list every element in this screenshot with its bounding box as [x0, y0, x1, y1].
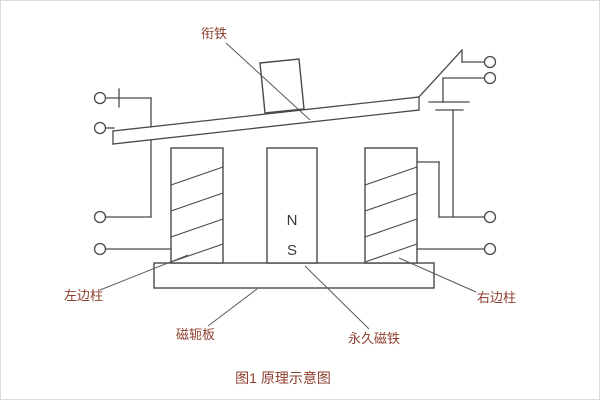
magnet-rect [266, 147, 318, 264]
yoke-plate-rect [153, 262, 435, 289]
leader-right-column [398, 257, 477, 293]
left-coil-winding-line [170, 192, 224, 212]
leader-permanent-magnet [304, 265, 370, 330]
terminal-bottom-left-1 [93, 210, 107, 224]
armature-bottom-line [112, 109, 420, 145]
right-coil-column [364, 147, 418, 264]
terminal-top-left-1 [93, 91, 107, 105]
terminal-bottom-left-2 [93, 242, 107, 256]
label-permanent-magnet: 永久磁铁 [348, 331, 400, 346]
magnet-pole-s: S [287, 242, 297, 259]
left-coil-winding-line [170, 166, 224, 186]
permanent-magnet: N S [266, 147, 318, 264]
circuit-wiring [105, 49, 485, 250]
terminal-top-left-2 [93, 121, 107, 135]
terminal-top-right-2 [483, 71, 497, 85]
terminal-top-right-1 [483, 55, 497, 69]
label-yoke-plate: 磁轭板 [176, 327, 215, 342]
label-right-column: 右边柱 [477, 290, 516, 305]
terminals [93, 55, 497, 256]
right-coil-winding-line [364, 192, 418, 212]
leader-left-column [99, 254, 189, 291]
right-coil-winding-line [364, 243, 418, 263]
label-left-column: 左边柱 [64, 288, 103, 303]
left-coil-winding-line [170, 243, 224, 263]
magnet-pole-n: N [287, 212, 298, 229]
left-coil-column [170, 147, 224, 264]
armature-assembly [112, 49, 463, 145]
leader-armature [225, 42, 311, 121]
magnetic-yoke-plate [153, 262, 435, 289]
armature-block [259, 58, 305, 114]
right-coil-winding-line [364, 166, 418, 186]
left-coil-winding-line [170, 218, 224, 238]
left-coil-rect [170, 147, 224, 264]
leader-lines [99, 42, 477, 330]
right-coil-winding-line [364, 218, 418, 238]
right-coil-rect [364, 147, 418, 264]
armature-contact-arm [418, 49, 463, 98]
figure-caption: 图1 原理示意图 [235, 370, 331, 386]
label-armature: 衔铁 [201, 26, 227, 41]
labels: 衔铁 左边柱 磁轭板 永久磁铁 右边柱 图1 原理示意图 [64, 26, 516, 386]
leader-yoke-plate [207, 288, 258, 327]
terminal-bottom-right-2 [483, 242, 497, 256]
armature-top-line [112, 96, 420, 132]
terminal-bottom-right-1 [483, 210, 497, 224]
